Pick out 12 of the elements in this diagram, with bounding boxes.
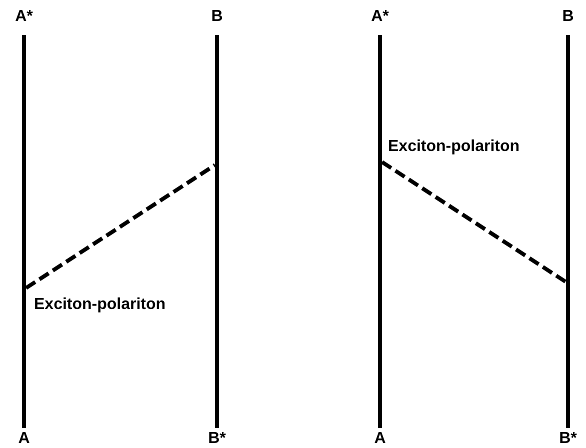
edge-label: Exciton-polariton <box>32 296 168 314</box>
edge-label: Exciton-polariton <box>386 138 522 156</box>
end-label: B <box>211 8 223 26</box>
end-label: A <box>18 430 30 448</box>
end-label: B* <box>208 430 226 448</box>
end-label: A <box>374 430 386 448</box>
end-label: A* <box>15 8 33 26</box>
dashed-line <box>24 163 216 290</box>
end-label: B* <box>559 430 577 448</box>
dashed-line <box>380 160 568 284</box>
end-label: A* <box>371 8 389 26</box>
end-label: B <box>562 8 574 26</box>
